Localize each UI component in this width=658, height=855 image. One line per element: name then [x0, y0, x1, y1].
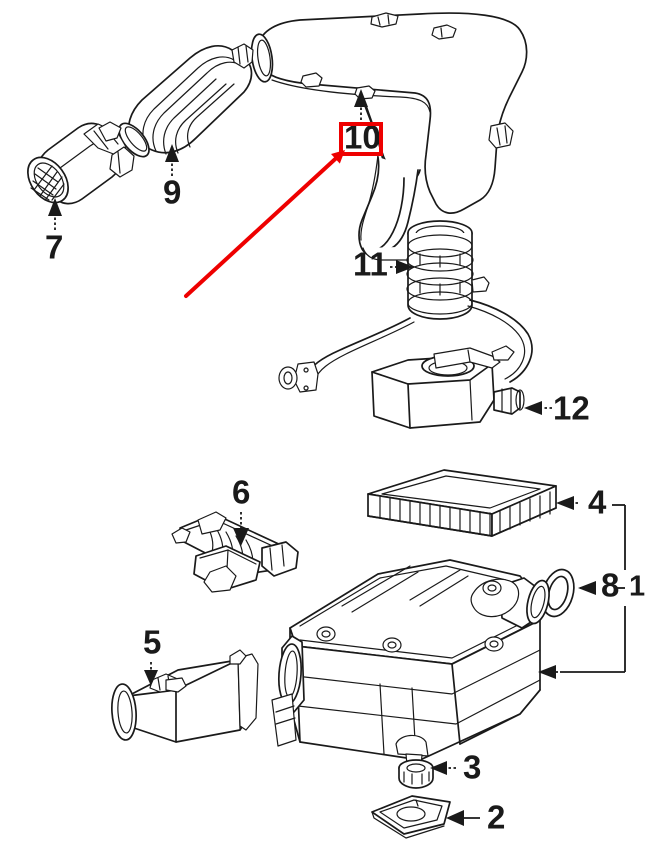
callout-leader-11: [390, 260, 414, 274]
part-resonator-chamber: [278, 299, 533, 429]
callout-leader-8: [578, 581, 596, 595]
callout-number-5: 5: [143, 624, 161, 661]
highlight-box-around-10: [339, 122, 383, 156]
part-flexible-bellows-boot: [118, 43, 254, 158]
callout-number-12: 12: [553, 390, 590, 427]
part-air-intake-duct-pipe: [250, 12, 528, 261]
callout-leader-12: [524, 401, 552, 415]
callout-number-8: 8: [601, 567, 619, 604]
callout-leader-5: [144, 662, 158, 686]
callout-leader-4: [556, 496, 578, 510]
callout-leader-2: [446, 810, 480, 826]
callout-leader-9: [165, 144, 179, 176]
callout-bracket-1: [538, 504, 626, 679]
part-mounting-bracket-clamp: [171, 511, 299, 593]
part-mass-air-flow-sensor: [27, 121, 135, 205]
callout-number-2: 2: [487, 799, 505, 836]
callout-number-9: 9: [163, 174, 181, 211]
callout-leader-10: [354, 89, 368, 120]
callout-number-1: 1: [629, 571, 645, 603]
part-sealing-ring-gasket: [541, 568, 575, 618]
housing-clips: [316, 580, 504, 653]
callout-leader-6: [233, 512, 249, 546]
callout-number-4: 4: [588, 484, 607, 521]
callout-leader-7: [48, 198, 62, 230]
part-air-filter-element: [367, 469, 557, 537]
highlight-arrow-shaft: [184, 154, 340, 298]
highlight-arrow-head: [331, 150, 345, 164]
callout-number-7: 7: [45, 229, 63, 266]
highlight-annotation: [184, 122, 383, 298]
callout-number-6: 6: [232, 474, 250, 511]
part-air-intake-snorkel: [111, 649, 259, 743]
callout-number-11: 11: [353, 246, 388, 283]
callout-leader-3: [430, 761, 456, 775]
callout-number-3: 3: [463, 749, 481, 786]
part-air-cleaner-housing: [271, 559, 550, 767]
part-rubber-grommet-mount: [398, 759, 434, 789]
part-corrugated-connector-hose: [406, 220, 490, 320]
part-mounting-plate: [371, 795, 451, 839]
